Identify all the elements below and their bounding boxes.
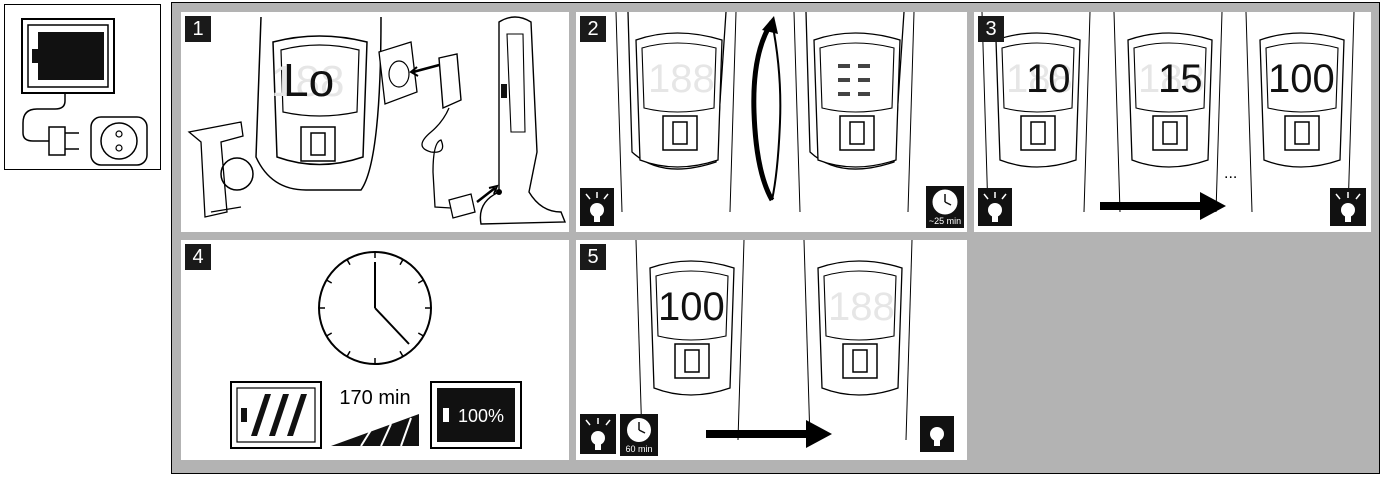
cable-icon [22, 93, 66, 142]
step-3-illustration: 188 10 188 15 ... 100 [978, 12, 1366, 226]
timer-clock-icon: ~25 min [926, 186, 964, 228]
instruction-frame: 188 Lo 1 [171, 2, 1380, 474]
clock-tick [326, 279, 333, 284]
progress-arrow-icon [706, 430, 808, 438]
battery-empty-icon [230, 381, 322, 449]
step-number: 4 [185, 244, 211, 270]
display-bars [838, 64, 850, 68]
step-3-panel: 188 10 188 15 ... 100 [974, 12, 1371, 232]
step-4-panel: 170 min 100% 4 [181, 240, 569, 460]
display-value-3: 100 [1268, 57, 1335, 101]
step-4-illustration: 170 min 100% [230, 251, 522, 449]
rotate-arrow-icon [751, 20, 775, 202]
clock-tick [417, 332, 424, 337]
charging-symbol-icon [21, 18, 148, 166]
timer-clock-icon: 60 min [620, 414, 658, 456]
svg-text:188: 188 [271, 57, 344, 106]
step-number: 3 [978, 16, 1004, 42]
charging-ramp-icon [331, 414, 419, 446]
step-5-illustration: 100 188 [580, 240, 954, 456]
display-full: 100 [658, 285, 725, 329]
charging-duration: 170 min [339, 387, 410, 409]
clock-tick [326, 332, 333, 337]
battery-full-icon: 100% [430, 381, 522, 449]
step-number: 2 [580, 16, 606, 42]
display-value-2: 15 [1158, 57, 1203, 101]
ellipsis: ... [1224, 165, 1237, 182]
clock-tick [399, 259, 404, 266]
progress-arrow-icon [1100, 202, 1202, 210]
svg-text:188: 188 [1138, 57, 1205, 101]
display-value-1: 10 [1026, 57, 1071, 101]
step-number: 1 [185, 16, 211, 42]
clock-tick [346, 350, 351, 357]
charger-icon [438, 53, 462, 110]
clock-tick [346, 259, 351, 266]
svg-text:188: 188 [1006, 57, 1073, 101]
battery-charge-level [38, 32, 104, 80]
charging-symbol-box [4, 4, 161, 170]
device-charging-icon [479, 16, 567, 225]
wall-socket-icon [378, 41, 418, 105]
light-off-icon [920, 416, 954, 452]
window-vacuum-icon [187, 121, 244, 218]
step-1-illustration: 188 Lo [187, 16, 567, 225]
light-blinking-icon [978, 188, 1012, 226]
display-lo: Lo [283, 54, 334, 106]
step-5-panel: 100 188 [576, 240, 967, 460]
clock-icon [318, 251, 432, 365]
light-on-icon [1330, 188, 1366, 226]
light-on-icon [580, 414, 616, 454]
light-blinking-icon [580, 188, 614, 226]
plug-icon [48, 126, 66, 156]
clock-tick [417, 279, 424, 284]
svg-text:100%: 100% [458, 406, 504, 426]
svg-text:~25 min: ~25 min [929, 216, 961, 226]
step-2-illustration: 188 [580, 12, 964, 228]
step-number: 5 [580, 244, 606, 270]
clock-tick [399, 350, 404, 357]
step-1-panel: 188 Lo 1 [181, 12, 569, 232]
display-ghost: 188 [648, 57, 715, 101]
svg-text:60 min: 60 min [625, 444, 652, 454]
step-2-panel: 188 [576, 12, 967, 232]
cable-icon [421, 107, 452, 209]
display-off: 188 [828, 285, 895, 329]
